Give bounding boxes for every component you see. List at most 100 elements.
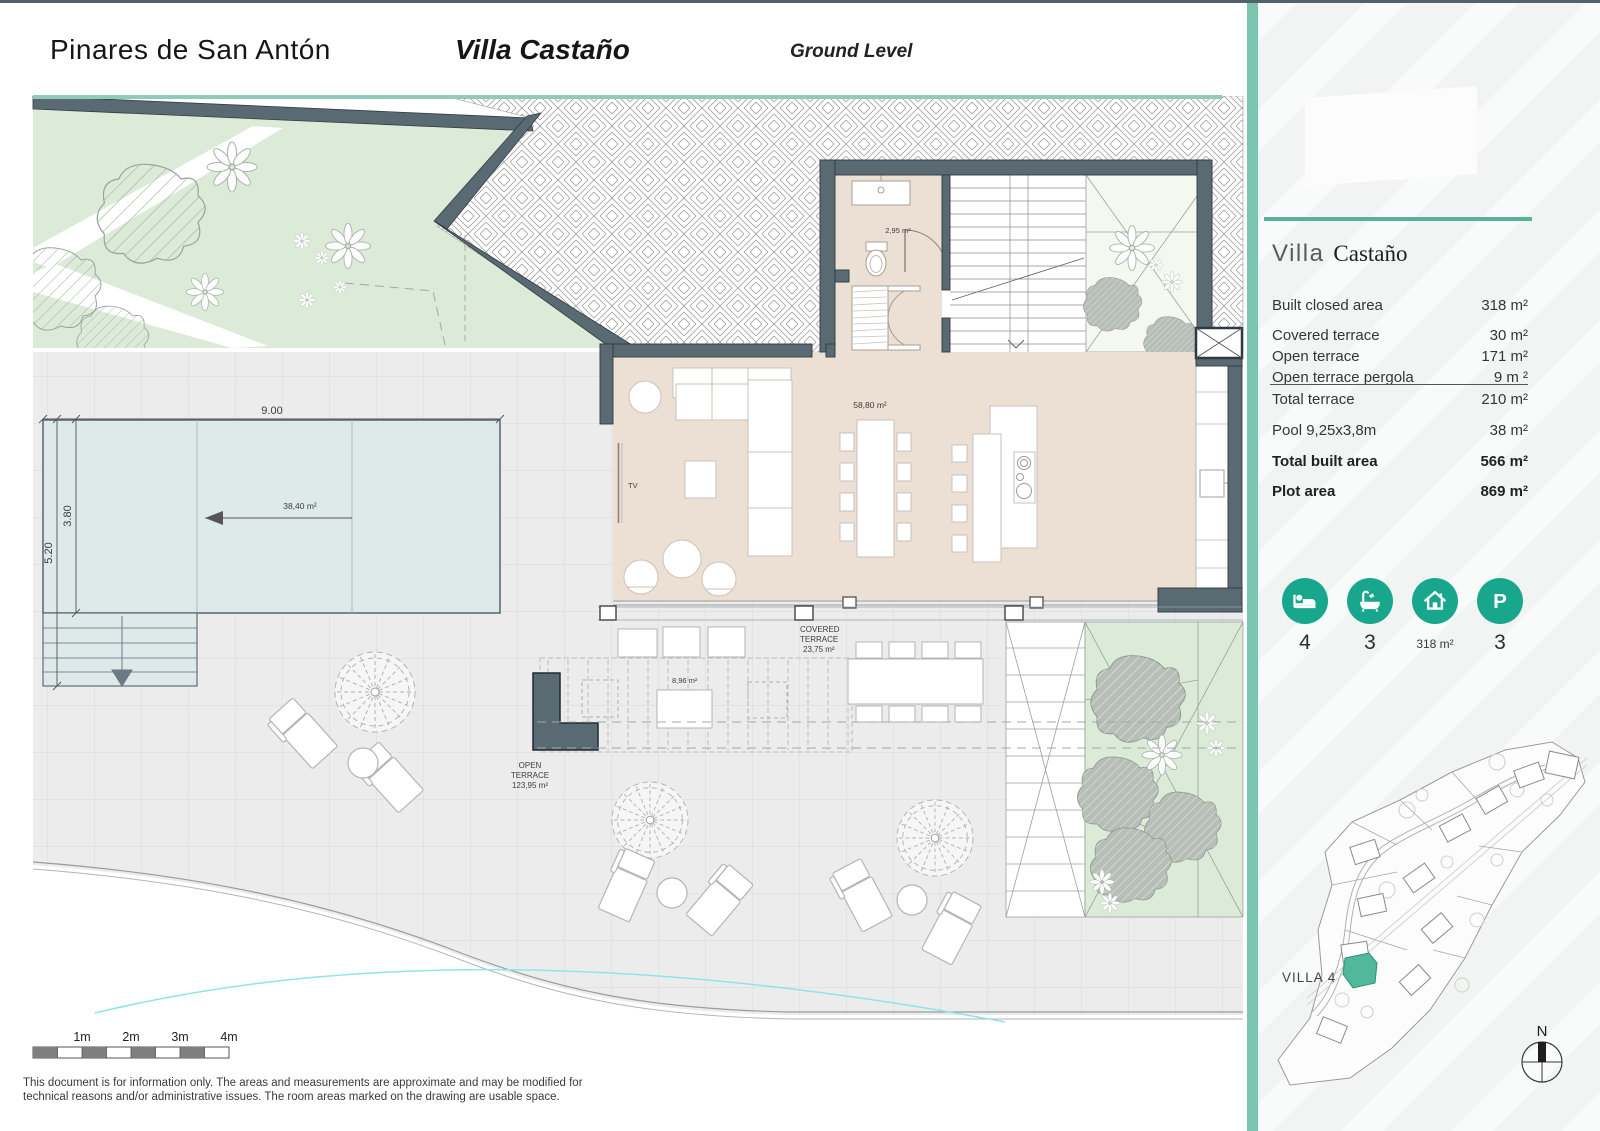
title-bar: Pinares de San Antón Villa Castaño Groun… (0, 0, 1247, 99)
floor-plan: 9.00 3.80 5.20 38,40 m² (32, 95, 1244, 1059)
pool-width-dim: 9.00 (261, 405, 282, 417)
pergola-area-label: 8,96 m² (672, 676, 698, 685)
pergola-corner-post (532, 672, 599, 751)
living-block: TV 58,80 m² (613, 352, 1234, 609)
svg-text:TERRACE: TERRACE (511, 771, 549, 780)
pool-depth-outer-dim: 5.20 (43, 542, 55, 563)
coffee-table (684, 460, 717, 499)
mullion-post (1029, 596, 1044, 609)
tv-label: TV (628, 481, 638, 490)
round-table (656, 877, 688, 909)
svg-text:123,95 m²: 123,95 m² (512, 781, 548, 790)
scale-tick: 1m (73, 1030, 90, 1044)
umbrella-icon (896, 799, 974, 877)
sidebar-rule (1264, 217, 1532, 221)
pool-area-label: 38,40 m² (283, 501, 317, 511)
highlighted-villa (1342, 952, 1378, 989)
site-boundary (1277, 741, 1586, 1086)
project-title: Pinares de San Antón (50, 34, 331, 65)
sink (1199, 469, 1225, 498)
side-table (628, 380, 662, 414)
site-trees (1334, 753, 1554, 1019)
scale-tick: 3m (171, 1030, 188, 1044)
armchair (623, 559, 737, 597)
pergola-zone: 8,96 m² (532, 626, 853, 753)
plot-boundary-dashed (344, 282, 1243, 749)
pool: 9.00 3.80 5.20 38,40 m² (38, 405, 505, 691)
house-icon (1412, 578, 1458, 624)
pool-depth-inner-dim: 3.80 (62, 505, 74, 526)
north-label: N (1537, 1023, 1548, 1040)
boundary-wall (32, 95, 633, 354)
living-area-label: 58,80 m² (853, 400, 887, 410)
round-table (662, 539, 702, 579)
outdoor-dining (847, 641, 984, 723)
north-arrow-icon: N (1521, 1023, 1563, 1083)
stat-built-area: 318 m² (1405, 578, 1465, 651)
parking-icon: P (1477, 578, 1523, 624)
toilet (865, 241, 888, 277)
svg-text:P: P (1493, 590, 1507, 613)
site-map: VILLA 4 N (1277, 741, 1588, 1086)
scale-tick: 2m (122, 1030, 139, 1044)
kitchen-island (951, 405, 1038, 563)
header-rule (33, 95, 1222, 99)
disclaimer-text: This document is for information only. T… (23, 1077, 583, 1104)
sidebar-accent-stripe (1247, 0, 1258, 1131)
terrace-furniture (264, 651, 984, 966)
sidebar-panel (1258, 0, 1600, 1131)
site-houses (1315, 750, 1580, 1044)
area-leader-arrow (205, 511, 223, 525)
svg-text:COVERED: COVERED (800, 625, 840, 634)
staircase (950, 175, 1086, 352)
area-table-divider (1270, 384, 1528, 385)
pool-entry-arrow (111, 616, 133, 687)
villa-4-label: VILLA 4 (1282, 970, 1336, 985)
scale-bar: 1m 2m 3m 4m (32, 1030, 238, 1059)
covered-terrace-structure (598, 605, 1243, 621)
building-upper-block: 2,95 m² (835, 174, 1213, 367)
mullion-post (842, 596, 857, 609)
round-table (347, 747, 379, 779)
bath-icon (1347, 578, 1393, 624)
umbrella-icon (611, 781, 689, 859)
pergola-post (599, 605, 617, 621)
wc-area-label: 2,95 m² (885, 226, 911, 235)
umbrella-icon (334, 651, 416, 733)
garden-bottom-right (1005, 621, 1244, 918)
scale-tick: 4m (220, 1030, 237, 1044)
pool-dimensions (38, 414, 505, 691)
bed-icon (1282, 578, 1328, 624)
svg-text:23,75 m²: 23,75 m² (803, 645, 835, 654)
terrace-labels: COVERED TERRACE 23,75 m² OPEN TERRACE 12… (511, 625, 840, 790)
sheet-top-border (0, 0, 1600, 3)
shaft-box (1194, 326, 1244, 360)
stat-bedrooms: 4 (1275, 578, 1335, 655)
garden-top-left (33, 110, 618, 348)
pergola-post (794, 605, 814, 621)
villa-title: Villa Castaño (455, 34, 630, 65)
dining-table (839, 419, 912, 558)
round-table (896, 884, 928, 916)
level-title: Ground Level (790, 41, 913, 62)
building-walls (599, 159, 1243, 613)
contour-line (94, 968, 1006, 1023)
plot-lines (1331, 771, 1523, 959)
sofa (672, 367, 793, 557)
stat-parking: P 3 (1470, 578, 1530, 655)
pergola-post (1004, 605, 1024, 621)
svg-text:TERRACE: TERRACE (800, 635, 838, 644)
stat-bathrooms: 3 (1340, 578, 1400, 655)
wardrobe (851, 285, 921, 351)
svg-text:OPEN: OPEN (519, 761, 542, 770)
